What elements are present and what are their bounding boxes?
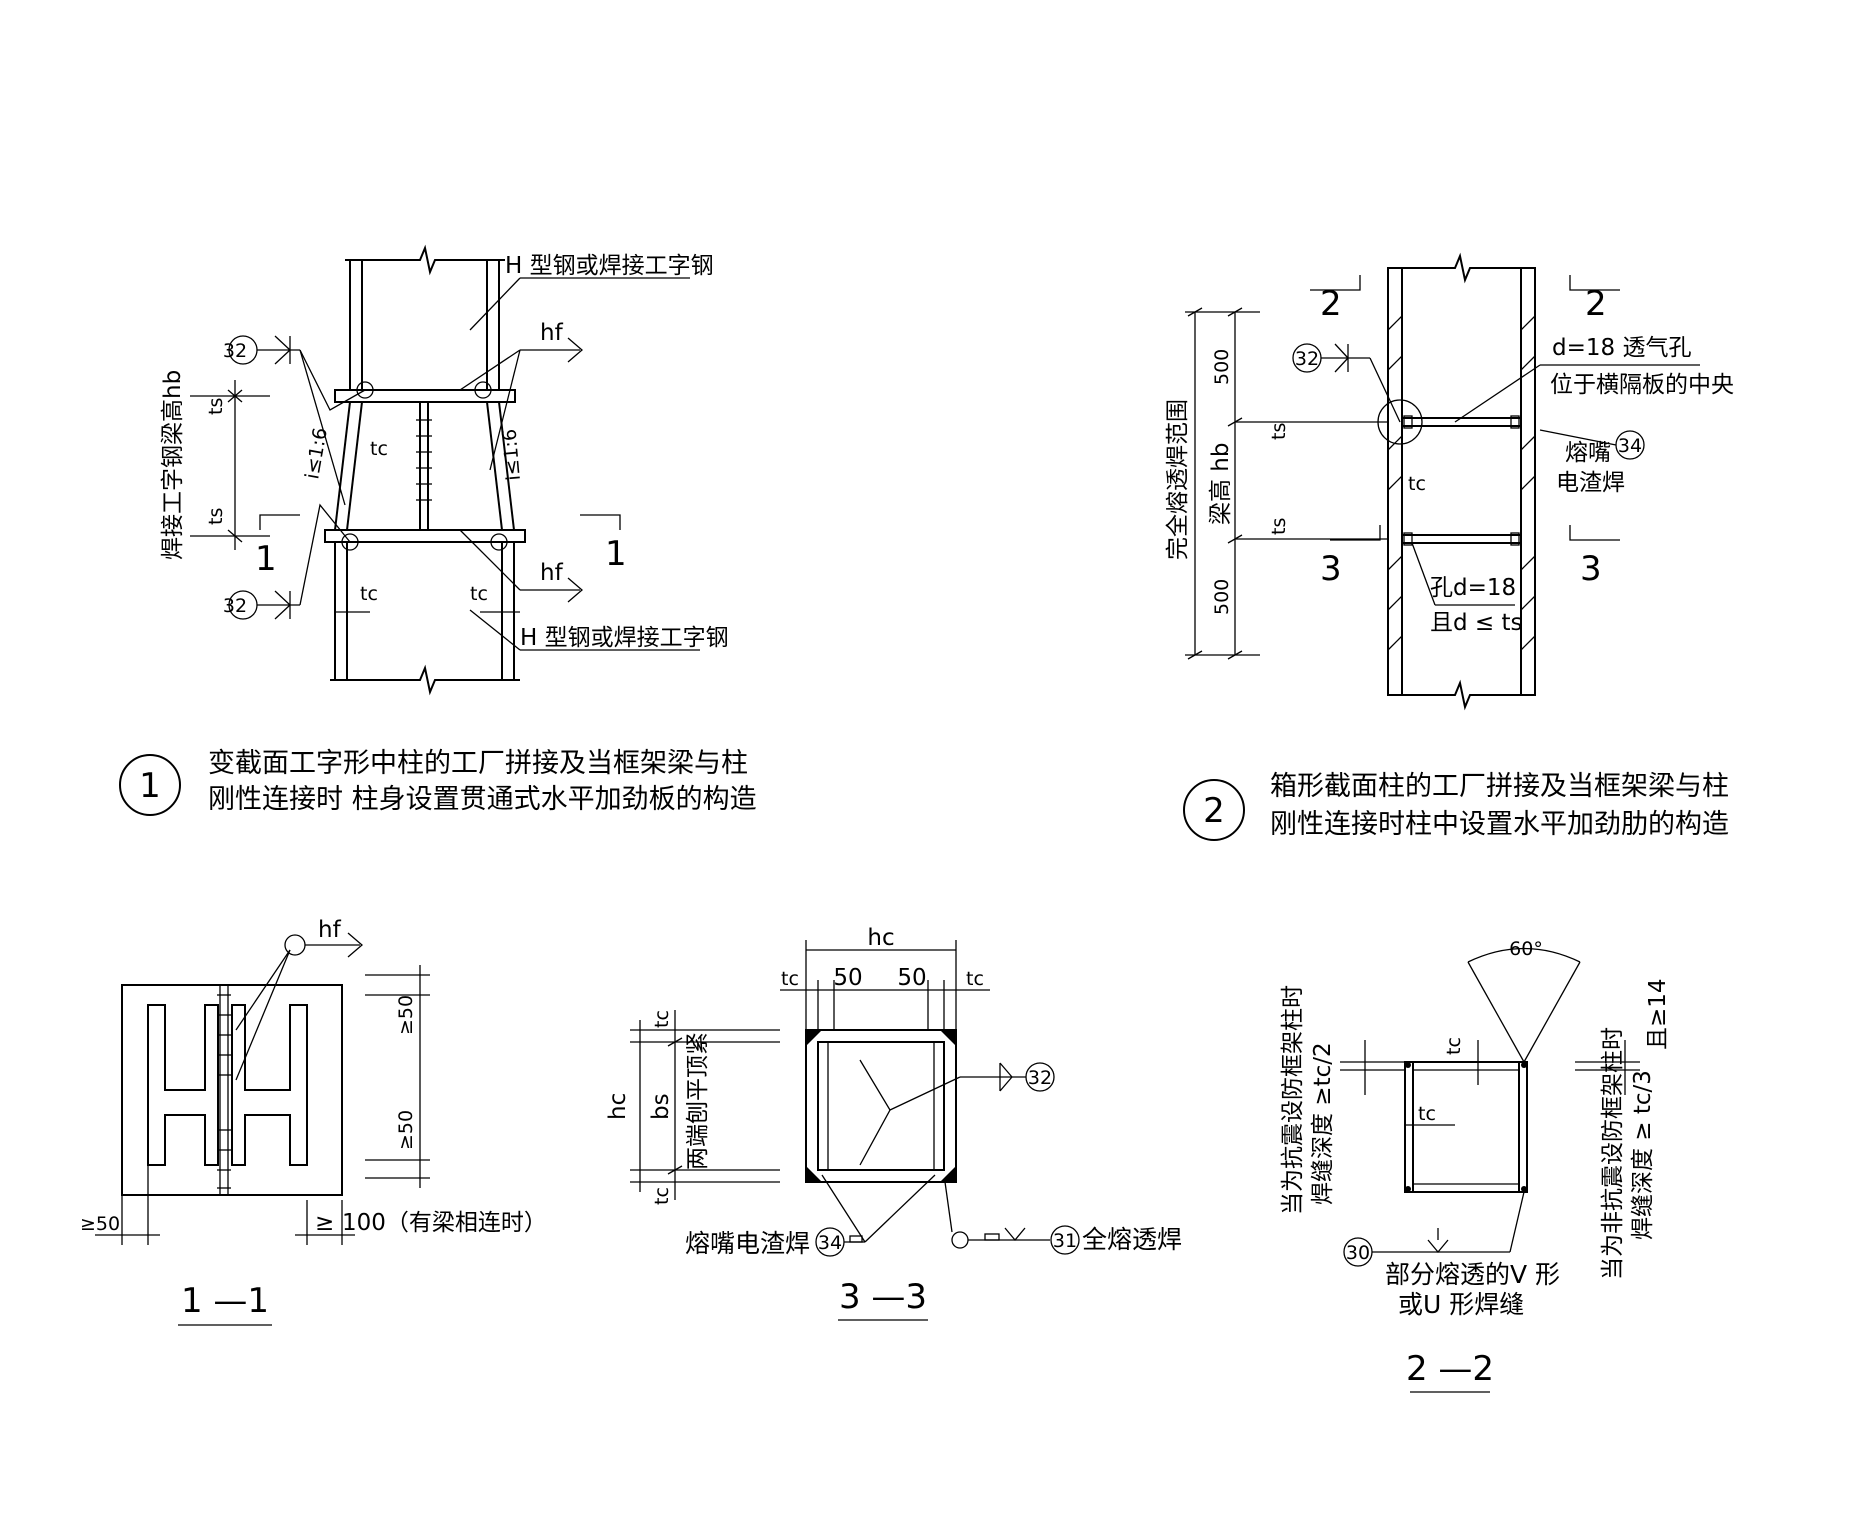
label-ts-2-top: ts <box>1268 423 1290 440</box>
label-tc-mid: tc <box>370 438 388 460</box>
section-3-3-weld-34: 34 <box>818 1232 842 1254</box>
section-3-3-hc-top: hc <box>867 925 894 951</box>
label-tc-right: tc <box>470 583 488 605</box>
section-3-3-weld-32: 32 <box>1028 1067 1052 1089</box>
section-1-1-title: 1 —1 <box>181 1281 269 1321</box>
detail-1-title-line2: 刚性连接时 柱身设置贯通式水平加劲板的构造 <box>208 784 757 815</box>
section-2-2-angle: 60° <box>1509 938 1543 960</box>
dim-ge100-text: 100（有梁相连时） <box>342 1210 547 1236</box>
weld-symbol-34-d2: 34 <box>1618 435 1642 457</box>
detail-2-title-line2: 刚性连接时柱中设置水平加劲肋的构造 <box>1270 809 1729 840</box>
section-3-3-title: 3 —3 <box>839 1277 927 1317</box>
section-mark-1-left: 1 <box>255 539 277 579</box>
callout-number-2: 2 <box>1203 791 1225 831</box>
section-1-1-hf: hf <box>318 917 342 943</box>
wall-hatch-right <box>1520 315 1536 651</box>
label-hole-le-ts: 且d ≤ ts <box>1430 610 1523 636</box>
partial-pen-line2: 或U 形焊缝 <box>1398 1290 1524 1319</box>
section-mark-3-left: 3 <box>1320 549 1342 589</box>
label-hf-bottom: hf <box>540 560 564 586</box>
label-ts-bottom: ts <box>205 508 227 525</box>
section-3-3-bs: bs <box>648 1093 674 1120</box>
label-slope-left: i≤1:6 <box>301 426 332 481</box>
section-3-3-drawing <box>630 940 1080 1321</box>
seismic-label-line2: 焊缝深度 ≥tc/2 <box>1310 1042 1336 1205</box>
section-2-2-weld-30: 30 <box>1346 1242 1370 1264</box>
nonseismic-label-line1: 当为非抗震设防框架柱时 <box>1600 1027 1626 1280</box>
label-esw-line2: 电渣焊 <box>1556 470 1625 496</box>
detail-1-callout: 1 变截面工字形中柱的工厂拼接及当框架梁与柱 刚性连接时 柱身设置贯通式水平加劲… <box>119 748 757 816</box>
label-ge14: 且≥14 <box>1645 978 1671 1050</box>
web-weld-ticks <box>416 419 432 501</box>
label-full-pen-range: 完全熔透焊范围 <box>1165 399 1191 560</box>
section-3-3-esw-label: 熔嘴电渣焊 <box>685 1229 810 1258</box>
partial-pen-line1: 部分熔透的V 形 <box>1385 1260 1560 1289</box>
label-h-steel-top: H 型钢或焊接工字钢 <box>505 253 714 279</box>
label-beam-height-hb-2: 梁高 hb <box>1208 443 1234 526</box>
label-h-steel-bottom: H 型钢或焊接工字钢 <box>520 625 729 651</box>
seismic-label-line1: 当为抗震设防框架柱时 <box>1280 985 1306 1215</box>
weld-symbol-32-d2: 32 <box>1295 348 1319 370</box>
label-vent-position: 位于横隔板的中央 <box>1550 372 1734 398</box>
detail-1-title-line1: 变截面工字形中柱的工厂拼接及当框架梁与柱 <box>208 748 748 779</box>
section-3-3-dim-50-left: 50 <box>833 965 862 991</box>
section-mark-3-right: 3 <box>1580 549 1602 589</box>
weld-symbol-32-bottom: 32 <box>223 595 247 617</box>
section-2-2-tc-top: tc <box>1443 1037 1465 1055</box>
section-2-2-tc-left: tc <box>1418 1103 1436 1125</box>
detail-2-title-line1: 箱形截面柱的工厂拼接及当框架梁与柱 <box>1270 771 1729 802</box>
dim-500-bottom: 500 <box>1211 579 1233 615</box>
label-beam-height-hb: 焊接工字钢梁高hb <box>160 370 186 560</box>
weld-symbol-32-top: 32 <box>223 340 247 362</box>
label-vent-hole: d=18 透气孔 <box>1552 335 1691 361</box>
label-tc-left: tc <box>360 583 378 605</box>
section-2-2-title: 2 —2 <box>1406 1349 1494 1389</box>
section-3-3-dim-50-right: 50 <box>897 965 926 991</box>
section-3-3-tc-vert-bottom: tc <box>651 1187 673 1205</box>
dim-ge100-symbol: ≥ <box>315 1210 334 1236</box>
label-esw-line1: 熔嘴 <box>1565 440 1611 466</box>
section-2-2-drawing <box>1340 947 1640 1393</box>
nonseismic-label-line2: 焊缝深度 ≥ tc/3 <box>1630 1070 1656 1240</box>
label-hf-top: hf <box>540 320 564 346</box>
section-mark-1-right: 1 <box>605 534 627 574</box>
label-hole-d18: 孔d=18 <box>1430 575 1516 601</box>
detail-2-callout: 2 箱形截面柱的工厂拼接及当框架梁与柱 刚性连接时柱中设置水平加劲肋的构造 <box>1183 771 1729 841</box>
section-1-1-weld-ticks <box>217 994 231 1189</box>
label-slope-right: i≤1:6 <box>499 428 525 482</box>
section-3-3-tc-vert-top: tc <box>651 1010 673 1028</box>
dim-ge50-top: ≥50 <box>395 995 417 1035</box>
label-ts-2-bottom: ts <box>1268 518 1290 535</box>
callout-number-1: 1 <box>139 766 161 806</box>
dim-ge50-bottom: ≥50 <box>80 1213 120 1235</box>
section-3-3-tc-left: tc <box>781 968 799 990</box>
section-3-3-weld-31: 31 <box>1053 1230 1077 1252</box>
detail-2-drawing <box>1185 252 1700 711</box>
detail-1-drawing <box>190 244 700 696</box>
section-mark-2-right: 2 <box>1585 284 1607 324</box>
section-3-3-hc-left: hc <box>605 1093 631 1120</box>
dim-500-top: 500 <box>1211 349 1233 385</box>
section-3-3-tc-right: tc <box>966 968 984 990</box>
wall-hatch-left <box>1387 315 1403 651</box>
label-tc-2: tc <box>1408 473 1426 495</box>
section-3-3-top-flat: 两端刨平顶紧 <box>685 1032 711 1170</box>
dim-ge50-right: ≥50 <box>395 1110 417 1150</box>
section-1-1-drawing <box>95 932 430 1326</box>
section-mark-2-left: 2 <box>1320 284 1342 324</box>
section-3-3-full-pen-label: 全熔透焊 <box>1082 1225 1182 1254</box>
label-ts-top: ts <box>205 398 227 415</box>
